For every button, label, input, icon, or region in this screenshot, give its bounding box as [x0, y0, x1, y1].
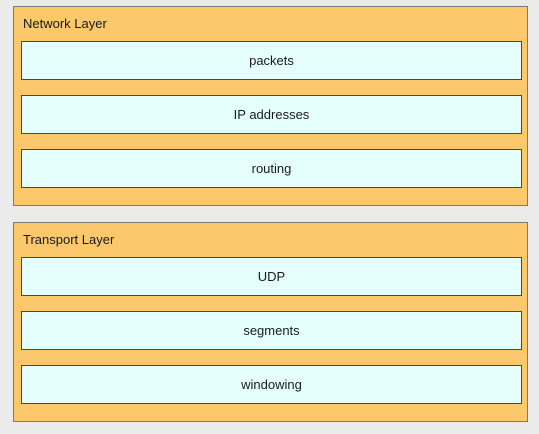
- transport-item-windowing[interactable]: windowing: [21, 365, 522, 404]
- transport-layer-title: Transport Layer: [23, 232, 115, 247]
- transport-item-udp[interactable]: UDP: [21, 257, 522, 296]
- transport-item-segments[interactable]: segments: [21, 311, 522, 350]
- network-item-packets[interactable]: packets: [21, 41, 522, 80]
- transport-layer-panel: Transport Layer UDP segments windowing: [13, 222, 528, 422]
- network-item-ip-addresses[interactable]: IP addresses: [21, 95, 522, 134]
- network-layer-title: Network Layer: [23, 16, 107, 31]
- network-item-routing[interactable]: routing: [21, 149, 522, 188]
- network-layer-panel: Network Layer packets IP addresses routi…: [13, 6, 528, 206]
